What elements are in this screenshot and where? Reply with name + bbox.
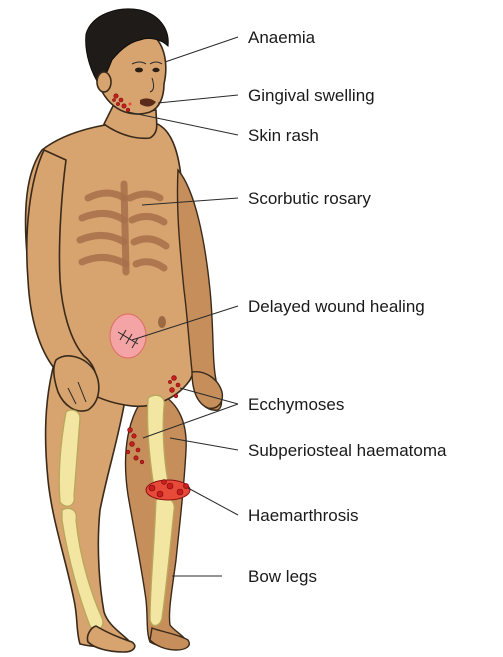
ear [97, 72, 111, 92]
right-hand [192, 372, 222, 409]
label-subperiosteal-haematoma: Subperiosteal haematoma [248, 441, 447, 460]
knee-haemarthrosis [146, 480, 190, 500]
label-scorbutic-rosary: Scorbutic rosary [248, 189, 371, 208]
child-figure [26, 9, 223, 652]
navel [158, 316, 166, 328]
label-delayed-wound-healing: Delayed wound healing [248, 297, 425, 316]
label-anaemia: Anaemia [248, 28, 316, 47]
label-ecchymoses: Ecchymoses [248, 395, 344, 414]
labels: Anaemia Gingival swelling Skin rash Scor… [248, 28, 447, 586]
label-gingival-swelling: Gingival swelling [248, 86, 375, 105]
label-bow-legs: Bow legs [248, 567, 317, 586]
label-skin-rash: Skin rash [248, 126, 319, 145]
label-haemarthrosis: Haemarthrosis [248, 506, 359, 525]
wound-patch [110, 314, 146, 358]
